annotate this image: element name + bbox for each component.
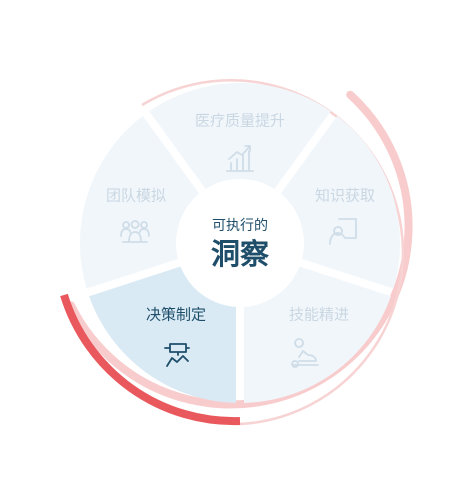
center-title-small: 可执行的 <box>212 218 268 234</box>
outer-ring-thin-arc <box>141 79 405 426</box>
segment-shape <box>89 266 237 403</box>
person-massage-icon <box>291 338 319 368</box>
person-board-icon <box>329 218 357 245</box>
segment-3: 技能精进 <box>243 266 391 403</box>
segment-label: 知识获取 <box>315 187 375 205</box>
center-title-large: 洞察 <box>211 237 270 271</box>
segment-shape <box>280 115 400 289</box>
segment-label: 决策制定 <box>146 306 206 324</box>
bar-chart-growth-icon <box>226 145 254 172</box>
segment-5: 团队模拟 <box>79 115 200 289</box>
center-circle <box>180 183 300 303</box>
segment-shape <box>149 82 331 189</box>
team-people-icon <box>120 220 150 243</box>
segment-1: 医疗质量提升 <box>149 82 331 189</box>
segment-label: 技能精进 <box>289 306 349 324</box>
segment-label: 团队模拟 <box>106 187 166 205</box>
person-vr-headset-icon <box>164 343 190 367</box>
segment-2: 知识获取 <box>280 115 400 289</box>
segment-4: 决策制定 <box>89 266 237 403</box>
segment-label: 医疗质量提升 <box>195 112 285 130</box>
outer-ring-dark-arc <box>60 293 241 426</box>
segment-shape <box>79 115 200 289</box>
segment-shape <box>243 266 391 403</box>
